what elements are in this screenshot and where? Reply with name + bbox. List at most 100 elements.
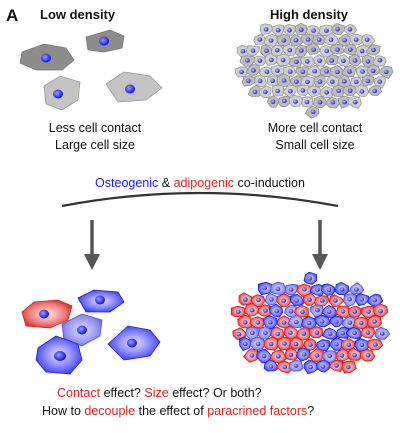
cell-nucleus — [347, 88, 353, 93]
cell-nucleus — [249, 353, 255, 358]
cell-nucleus — [54, 351, 66, 361]
cell-nucleus — [125, 84, 135, 94]
cell-nucleus — [262, 308, 268, 313]
cell-nucleus — [328, 37, 334, 42]
cell-nucleus — [359, 89, 365, 94]
cell-nucleus — [242, 320, 248, 325]
cell-nucleus — [298, 27, 304, 32]
low-density-line-1: Less cell contact — [48, 121, 142, 135]
cell-nucleus — [239, 69, 244, 75]
cell-nucleus — [358, 320, 364, 326]
cell-nucleus — [377, 57, 383, 63]
cell-nucleus — [329, 79, 335, 84]
cell-nucleus — [372, 88, 378, 94]
panel-letter: A — [6, 6, 19, 25]
cell-nucleus — [95, 295, 105, 305]
induction-label: Osteogenic & adipogenic co-induction — [0, 176, 400, 190]
cell-nucleus — [282, 364, 288, 370]
cell-nucleus — [127, 338, 137, 348]
cell-nucleus — [335, 27, 340, 32]
cell-nucleus — [304, 79, 310, 84]
cell-nucleus — [293, 79, 299, 84]
cell-nucleus — [268, 38, 274, 43]
cell-nucleus — [340, 58, 346, 64]
question1-mid2: effect? Or both? — [172, 386, 262, 400]
cell-nucleus — [347, 297, 353, 302]
co-induction-text: co-induction — [237, 176, 305, 190]
cell-nucleus — [352, 99, 358, 105]
cell-nucleus — [268, 341, 274, 347]
cell-nucleus — [236, 332, 242, 337]
high-density-gray-cells — [234, 22, 394, 119]
cell-nucleus — [262, 330, 268, 336]
cell-nucleus — [281, 298, 287, 303]
cell-nucleus — [281, 320, 287, 325]
cell-nucleus — [288, 309, 294, 314]
cell-nucleus — [275, 331, 281, 336]
cell-nucleus — [312, 68, 318, 74]
question1-mid1: effect? — [103, 386, 141, 400]
question2-pre: How to — [42, 404, 81, 418]
cell-nucleus — [359, 342, 365, 348]
cell-nucleus — [365, 78, 371, 84]
cell-nucleus — [287, 48, 293, 53]
cell-nucleus — [310, 109, 316, 114]
cell-nucleus — [235, 309, 241, 315]
cell-nucleus — [341, 79, 347, 84]
cell-nucleus — [314, 330, 320, 335]
ampersand-text: & — [161, 176, 171, 190]
cell-nucleus — [240, 49, 246, 54]
cell-nucleus — [275, 88, 281, 94]
cell-nucleus — [324, 90, 330, 95]
cell-nucleus — [329, 58, 335, 63]
cell-nucleus — [311, 47, 317, 52]
cell-nucleus — [377, 79, 383, 84]
cell-nucleus — [255, 320, 261, 325]
cell-nucleus — [353, 37, 359, 42]
cell-nucleus — [340, 330, 346, 336]
cell-nucleus — [339, 287, 345, 292]
cell-nucleus — [347, 69, 352, 74]
cell-nucleus — [243, 297, 248, 302]
down-arrow-right — [312, 220, 328, 270]
cell-nucleus — [256, 297, 261, 303]
cell-nucleus — [326, 309, 332, 314]
cell-nucleus — [242, 341, 248, 347]
question2-mid: the effect of — [138, 404, 204, 418]
cell-nucleus — [365, 330, 371, 335]
cell-nucleus — [346, 342, 352, 347]
cell-nucleus — [324, 48, 330, 54]
cell-nucleus — [372, 342, 378, 347]
cell-nucleus — [263, 27, 269, 32]
cell-nucleus — [307, 342, 313, 347]
low-density-induced-cells — [21, 289, 161, 375]
high-density-caption: More cell contact Small cell size — [240, 120, 390, 154]
high-density-line-1: More cell contact — [267, 121, 363, 135]
low-density-line-2: Large cell size — [55, 138, 135, 152]
cell-nucleus — [335, 47, 340, 52]
cell-nucleus — [320, 343, 326, 348]
cell-nucleus — [346, 364, 351, 370]
cell-nucleus — [275, 286, 281, 292]
cell-nucleus — [251, 68, 256, 73]
cell-nucleus — [330, 100, 336, 105]
cell-nucleus — [347, 320, 353, 325]
cell-nucleus — [301, 352, 307, 357]
cell-nucleus — [319, 298, 325, 303]
cell-nucleus — [301, 331, 307, 336]
cell-nucleus — [327, 331, 333, 337]
cell-nucleus — [311, 28, 316, 33]
cell-nucleus — [281, 78, 287, 83]
cell-nucleus — [370, 68, 376, 74]
cell-nucleus — [379, 331, 385, 336]
cell-nucleus — [317, 100, 323, 105]
cell-nucleus — [281, 98, 287, 104]
cell-nucleus — [315, 287, 320, 292]
cell-nucleus — [353, 79, 359, 85]
cell-nucleus — [378, 308, 384, 314]
cell-nucleus — [264, 69, 270, 75]
cell-nucleus — [269, 297, 274, 302]
cell-nucleus — [250, 48, 256, 53]
cell-nucleus — [249, 308, 255, 313]
cell-nucleus — [314, 353, 320, 358]
